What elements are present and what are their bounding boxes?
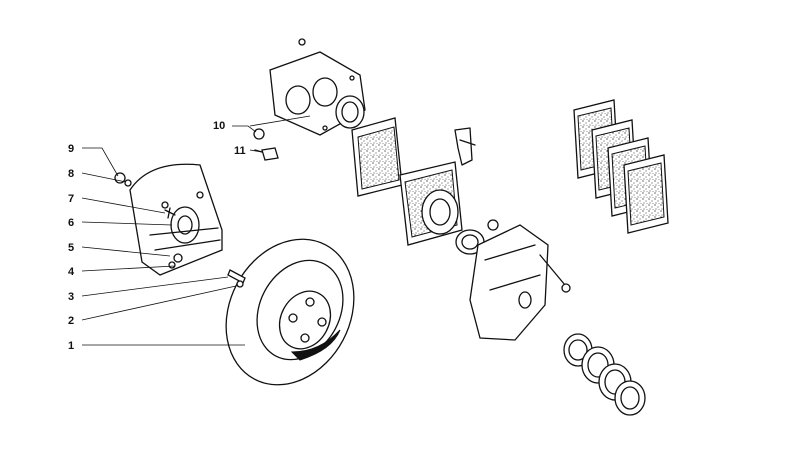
pad-with-piston [399, 161, 463, 246]
callout-2: 2 [68, 315, 75, 327]
dust-shield [129, 163, 223, 276]
callout-4: 4 [68, 266, 75, 278]
callout-3: 3 [68, 291, 75, 303]
callout-9: 9 [68, 143, 75, 155]
piston-seal-set [563, 333, 646, 416]
leader-lines [81, 115, 311, 346]
callout-11: 11 [234, 145, 246, 157]
caliper-body [469, 219, 571, 341]
brake-disc [225, 238, 355, 386]
callout-8: 8 [68, 168, 75, 180]
caliper-bolt [253, 128, 279, 161]
brake-pad-front [351, 117, 403, 197]
callout-1: 1 [68, 340, 75, 352]
callout-6: 6 [68, 217, 75, 229]
callout-5: 5 [68, 242, 75, 254]
caliper-housing [269, 38, 366, 136]
callout-10: 10 [213, 120, 226, 132]
brake-pad-set [573, 99, 669, 234]
callout-7: 7 [68, 193, 75, 205]
pad-spring-clip [454, 127, 476, 166]
